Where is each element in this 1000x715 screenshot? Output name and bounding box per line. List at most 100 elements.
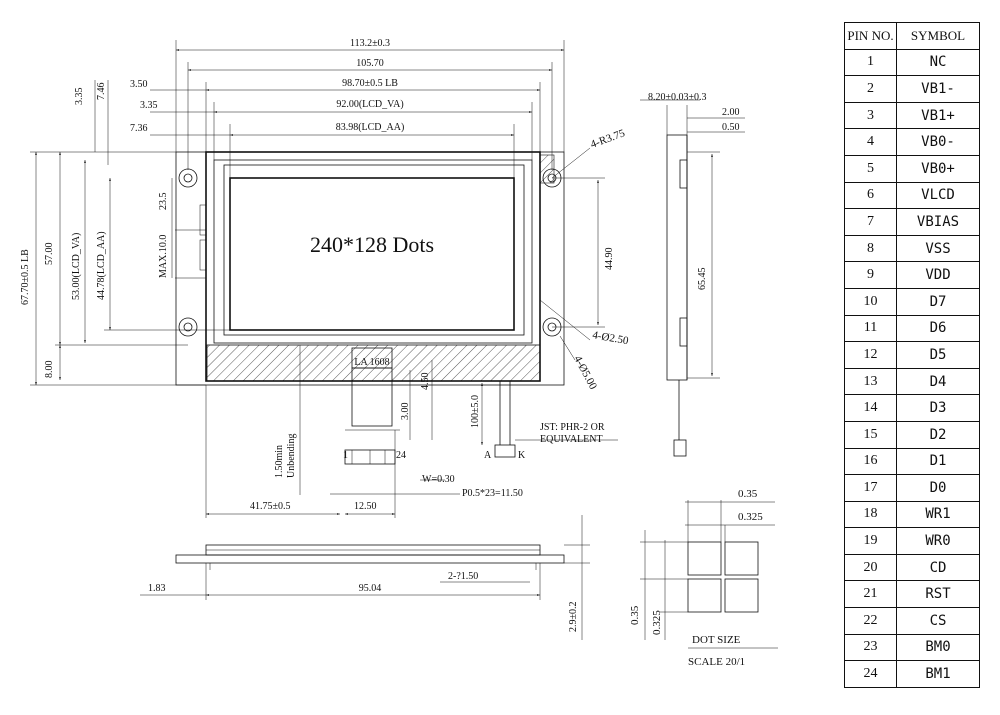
pin-symbol: VB1+ xyxy=(896,101,980,130)
lcd-active-area xyxy=(229,177,515,331)
pin-symbol: RST xyxy=(896,580,980,609)
pin-number: 23 xyxy=(844,633,897,662)
pin-number: 16 xyxy=(844,447,897,476)
top-dimensions: 113.2±0.3 105.70 98.70±0.5 LB 92.00(LCD_… xyxy=(74,38,565,178)
svg-text:8.20±0.03±0.3: 8.20±0.03±0.3 xyxy=(648,92,706,103)
svg-text:4-Ø2.50: 4-Ø2.50 xyxy=(591,329,629,347)
svg-text:P0.5*23=11.50: P0.5*23=11.50 xyxy=(462,488,523,499)
svg-text:Unbending: Unbending xyxy=(286,434,297,478)
svg-text:113.2±0.3: 113.2±0.3 xyxy=(350,38,390,49)
svg-text:W=0.30: W=0.30 xyxy=(422,474,455,485)
pin-symbol: WR1 xyxy=(896,500,980,529)
pin-symbol: D5 xyxy=(896,341,980,369)
svg-text:44.78(LCD_AA): 44.78(LCD_AA) xyxy=(96,231,107,300)
svg-text:24: 24 xyxy=(396,450,406,461)
svg-text:2.9±0.2: 2.9±0.2 xyxy=(568,602,579,633)
svg-text:4-R3.75: 4-R3.75 xyxy=(589,127,627,151)
pin-number: 13 xyxy=(844,367,897,396)
svg-text:7.46: 7.46 xyxy=(96,83,107,101)
svg-text:7.36: 7.36 xyxy=(130,123,148,134)
svg-text:2.00: 2.00 xyxy=(722,107,740,118)
pin-number: 22 xyxy=(844,607,897,635)
screen-label: 240*128 Dots xyxy=(310,232,434,257)
pin-number: 17 xyxy=(844,474,897,502)
svg-text:4.50: 4.50 xyxy=(420,373,431,391)
pin-number: 12 xyxy=(844,341,897,369)
svg-text:0.325: 0.325 xyxy=(651,610,663,635)
pin-number: 6 xyxy=(844,181,897,210)
pin-number: 2 xyxy=(844,75,897,103)
pin-symbol: VLCD xyxy=(896,181,980,210)
pin-symbol: CS xyxy=(896,607,980,635)
lcd-bezel xyxy=(213,159,533,344)
left-dimensions: 67.70±0.5 LB 57.00 53.00(LCD_VA) 44.78(L… xyxy=(20,151,230,386)
svg-text:EQUIVALENT: EQUIVALENT xyxy=(540,434,603,445)
svg-text:0.35: 0.35 xyxy=(738,488,758,500)
svg-text:1.83: 1.83 xyxy=(148,583,166,594)
pin-number: 8 xyxy=(844,234,897,263)
pin-number: 24 xyxy=(844,660,897,688)
svg-text:0.35: 0.35 xyxy=(629,605,641,625)
pin-symbol: NC xyxy=(896,48,980,77)
pin-symbol: VBIAS xyxy=(896,208,980,236)
pin-number: 4 xyxy=(844,128,897,156)
pin-number: 7 xyxy=(844,208,897,236)
pin-symbol: CD xyxy=(896,553,980,582)
pin-symbol: D3 xyxy=(896,394,980,422)
pin-number: 11 xyxy=(844,314,897,343)
svg-text:53.00(LCD_VA): 53.00(LCD_VA) xyxy=(71,233,82,300)
pin-no-header: PIN NO. xyxy=(844,22,897,50)
side-view: 8.20±0.03±0.3 2.00 0.50 65.45 xyxy=(640,92,745,457)
svg-text:65.45: 65.45 xyxy=(697,268,708,291)
pin-symbol: WR0 xyxy=(896,527,980,555)
pin-table-header: PIN NO. SYMBOL xyxy=(844,22,980,50)
pin-number: 18 xyxy=(844,500,897,529)
pin-symbol: VB0- xyxy=(896,128,980,156)
svg-text:2-?1.50: 2-?1.50 xyxy=(448,571,478,582)
dot-size-detail: 0.35 0.325 0.35 0.325 DOT SIZE SCALE 20/… xyxy=(629,488,778,668)
pin-symbol: VDD xyxy=(896,261,980,289)
svg-text:1.50min: 1.50min xyxy=(274,445,285,478)
pin-symbol: D1 xyxy=(896,447,980,476)
svg-text:A: A xyxy=(484,450,492,461)
backlight-wires: 100±5.0 A K JST: PHR-2 OR EQUIVALENT xyxy=(470,381,618,461)
svg-text:K: K xyxy=(518,450,526,461)
svg-text:3.50: 3.50 xyxy=(130,79,148,90)
svg-text:3.35: 3.35 xyxy=(140,100,158,111)
svg-text:105.70: 105.70 xyxy=(356,58,384,69)
svg-text:41.75±0.5: 41.75±0.5 xyxy=(250,501,291,512)
lcd-viewing-area xyxy=(223,164,525,336)
svg-text:LA 1608: LA 1608 xyxy=(354,357,389,368)
svg-text:83.98(LCD_AA): 83.98(LCD_AA) xyxy=(336,122,405,133)
pin-number: 1 xyxy=(844,48,897,77)
svg-text:23.5: 23.5 xyxy=(158,193,169,211)
svg-text:0.325: 0.325 xyxy=(738,511,763,523)
hatched-band xyxy=(206,344,541,382)
pin-symbol: D6 xyxy=(896,314,980,343)
svg-text:0.50: 0.50 xyxy=(722,122,740,133)
symbol-header: SYMBOL xyxy=(896,22,980,50)
front-view: 240*128 Dots 113.2±0.3 105.70 98.70±0.5 … xyxy=(20,38,630,518)
svg-text:4-Ø5.00: 4-Ø5.00 xyxy=(571,354,599,392)
pin-number: 9 xyxy=(844,261,897,289)
pin-symbol: D7 xyxy=(896,287,980,316)
pin-symbol: D2 xyxy=(896,420,980,449)
